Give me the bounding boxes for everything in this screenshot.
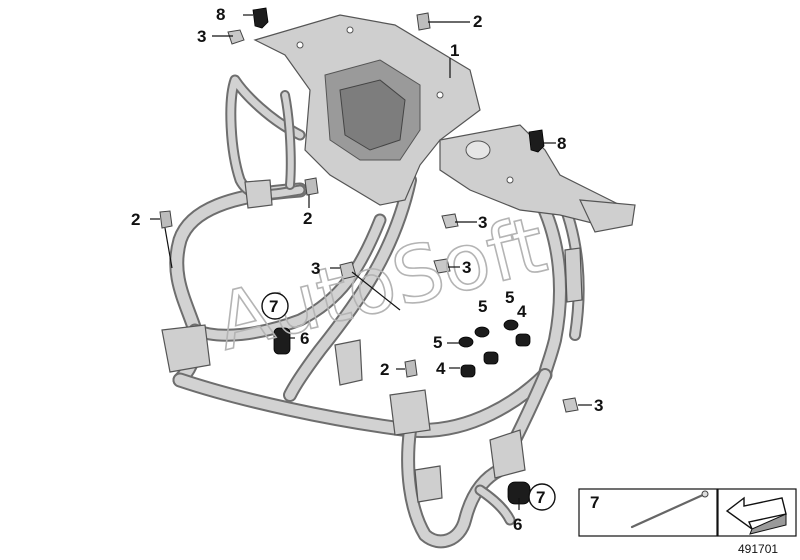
callout-4: 4 (436, 359, 446, 378)
callout-7: 7 (269, 297, 278, 316)
rubber-6a (273, 327, 291, 355)
callout-3: 3 (594, 396, 603, 415)
callout-3: 3 (311, 259, 320, 278)
pad-5c (458, 336, 474, 348)
screw-3b (441, 213, 459, 229)
callout-3: 3 (462, 258, 471, 277)
callout-7: 7 (536, 488, 545, 507)
callout-6: 6 (513, 515, 522, 534)
callouts: 1 2 3 8 8 2 2 3 3 3 2 3 5 5 4 5 4 6 6 7 … (131, 5, 603, 534)
callout-5: 5 (478, 297, 487, 316)
callout-2: 2 (473, 12, 482, 31)
callout-3: 3 (197, 27, 206, 46)
callout-2: 2 (380, 360, 389, 379)
callout-3: 3 (478, 213, 487, 232)
main-bracket (253, 14, 636, 233)
screw-3e (562, 397, 579, 413)
callout-circle (528, 483, 556, 511)
screw-3c (433, 258, 451, 274)
side-brackets (161, 179, 583, 503)
screw-3d (339, 261, 357, 280)
clip-2c (304, 177, 319, 196)
arrow-icon (725, 496, 787, 532)
callout-circle (261, 292, 289, 320)
clip-2b (159, 210, 173, 229)
callout-8: 8 (557, 134, 566, 153)
callout-2: 2 (131, 210, 140, 229)
diagram-id: 491701 (738, 542, 778, 556)
pad-4a (515, 333, 531, 347)
small-parts (159, 7, 579, 505)
pad-4c (483, 351, 499, 365)
pad-5a (474, 326, 490, 338)
callout-6: 6 (300, 329, 309, 348)
cable-tie-head (701, 490, 709, 498)
leader-lines (150, 14, 592, 510)
pad-5b (503, 319, 519, 331)
rubber-bumper-8a (252, 7, 269, 29)
clip-2d (404, 359, 418, 378)
callout-2: 2 (303, 209, 312, 228)
screw-3a (227, 29, 245, 45)
rubber-bumper-8b (528, 129, 545, 153)
callout-4: 4 (517, 302, 527, 321)
callout-1: 1 (450, 41, 459, 60)
cable-tie (630, 492, 707, 529)
callout-5: 5 (505, 288, 514, 307)
callout-5: 5 (433, 333, 442, 352)
clip-2a (416, 12, 431, 31)
reference-arrow-box (717, 488, 797, 537)
inset-label: 7 (590, 493, 599, 512)
pad-4b (460, 364, 476, 378)
inset-box: 7 (578, 488, 718, 537)
callout-8: 8 (216, 5, 225, 24)
